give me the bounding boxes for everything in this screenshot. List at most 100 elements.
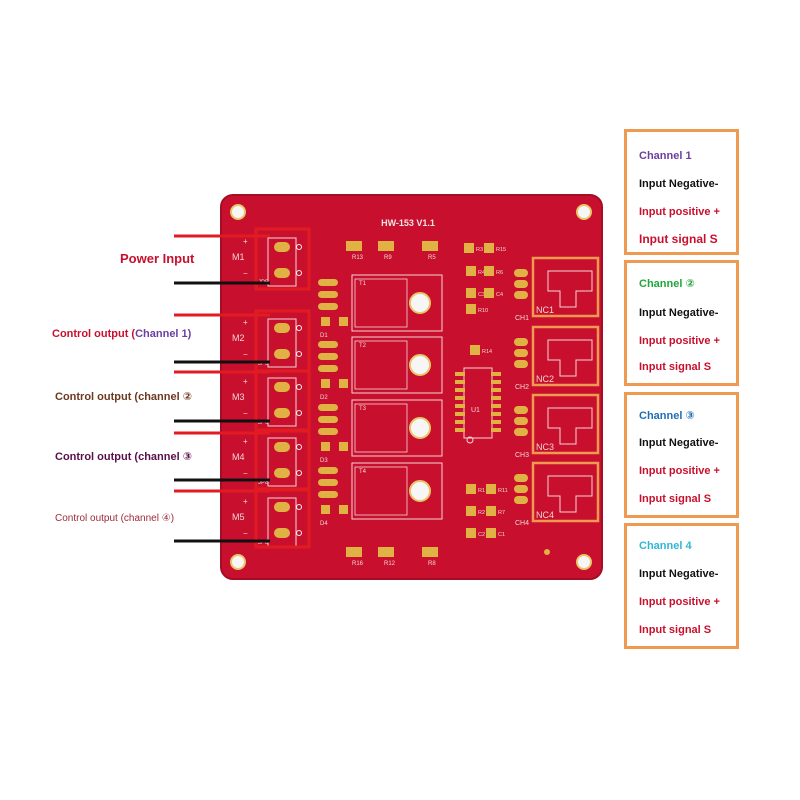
ic-pin-right-2 bbox=[491, 380, 501, 384]
channel-4-title: Channel 4 bbox=[639, 540, 692, 552]
channel-2-positive: Input positive + bbox=[639, 335, 720, 347]
mosfet-hole-1 bbox=[409, 292, 431, 314]
mosfet-body-1 bbox=[354, 278, 408, 328]
terminal-pad-bottom-m2 bbox=[274, 349, 290, 359]
channel-2-signal: Input signal S bbox=[639, 361, 712, 373]
mosfet-label-3: T3 bbox=[359, 406, 367, 412]
ic-pin-left-8 bbox=[455, 428, 465, 432]
channel-1-negative: Input Negative- bbox=[639, 178, 719, 190]
mosfet-hole-2 bbox=[409, 354, 431, 376]
terminal-minus-m1: − bbox=[243, 269, 248, 278]
ic-pin-left-2 bbox=[455, 380, 465, 384]
header-label-ch4: CH4 bbox=[515, 520, 529, 527]
header-pin-ch4-2 bbox=[514, 485, 528, 493]
terminal-plus-m3: + bbox=[243, 377, 248, 386]
terminal-label-m5: M5 bbox=[232, 512, 245, 522]
jumper-label-2: JP5 bbox=[258, 361, 269, 367]
relay-label-4: NC4 bbox=[536, 510, 554, 520]
top-resistor-label-3: R5 bbox=[428, 255, 436, 261]
control-output-ch3-label: Control output (channel ③ bbox=[55, 451, 193, 463]
mosfet-pin-pad-3-1 bbox=[318, 404, 338, 411]
smd-pad-12 bbox=[486, 506, 496, 516]
top-resistor-label-1: R13 bbox=[352, 255, 364, 261]
ic-pin-left-4 bbox=[455, 396, 465, 400]
header-pin-ch1-2 bbox=[514, 280, 528, 288]
smd-pad-10 bbox=[486, 484, 496, 494]
channel-2-negative: Input Negative- bbox=[639, 307, 719, 319]
fiducial-mark bbox=[544, 549, 550, 555]
channel-3-title: Channel ③ bbox=[639, 410, 695, 422]
relay-highlight-box-2 bbox=[531, 325, 600, 387]
ic-pin-right-6 bbox=[491, 412, 501, 416]
terminal-pad-bottom-m1 bbox=[274, 268, 290, 278]
bottom-resistor-label-1: R16 bbox=[352, 561, 364, 567]
ic-label: U1 bbox=[471, 407, 480, 414]
power-input-label: Power Input bbox=[120, 251, 195, 266]
mosfet-hole-4 bbox=[409, 480, 431, 502]
channel-4-positive: Input positive + bbox=[639, 596, 720, 608]
terminal-pad-top-m3 bbox=[274, 382, 290, 392]
mosfet-outline-3 bbox=[351, 399, 443, 457]
diode-pad-a-4 bbox=[321, 505, 330, 514]
ic-pin-right-3 bbox=[491, 388, 501, 392]
channel-3-positive: Input positive + bbox=[639, 465, 720, 477]
jumper-label-3: JP6 bbox=[258, 420, 269, 426]
header-label-ch2: CH2 bbox=[515, 384, 529, 391]
terminal-pad-bottom-m5 bbox=[274, 528, 290, 538]
terminal-plus-m4: + bbox=[243, 437, 248, 446]
diode-label-4: D4 bbox=[320, 521, 328, 527]
terminal-label-m2: M2 bbox=[232, 333, 245, 343]
relay-highlight-box-1 bbox=[531, 256, 600, 318]
control-output-ch1-suffix: Channel 1) bbox=[135, 328, 192, 340]
terminal-plus-m5: + bbox=[243, 497, 248, 506]
mosfet-hole-3 bbox=[409, 417, 431, 439]
smd-pad-6 bbox=[484, 288, 494, 298]
terminal-highlight-box-5 bbox=[254, 487, 311, 549]
bottom-resistor-pad-2 bbox=[378, 547, 394, 557]
terminal-via-bottom-m3 bbox=[296, 410, 302, 416]
diode-pad-a-3 bbox=[321, 442, 330, 451]
top-resistor-pad-2 bbox=[378, 241, 394, 251]
header-label-ch3: CH3 bbox=[515, 452, 529, 459]
channel-1-signal: Input signal S bbox=[639, 232, 718, 246]
top-resistor-pad-1 bbox=[346, 241, 362, 251]
smd-label-1: R3 bbox=[476, 247, 483, 253]
ic-pin-right-7 bbox=[491, 420, 501, 424]
terminal-minus-m2: − bbox=[243, 350, 248, 359]
mosfet-pin-pad-1-2 bbox=[318, 291, 338, 298]
channel-3-negative: Input Negative- bbox=[639, 437, 719, 449]
header-pin-ch1-1 bbox=[514, 269, 528, 277]
smd-pad-14 bbox=[486, 528, 496, 538]
ic-pin1-marker bbox=[466, 436, 474, 444]
terminal-outline-m4 bbox=[267, 437, 297, 487]
channel-2-title: Channel ② bbox=[639, 278, 695, 290]
terminal-plus-m2: + bbox=[243, 318, 248, 327]
terminal-outline-m2 bbox=[267, 318, 297, 368]
bottom-resistor-label-2: R12 bbox=[384, 561, 396, 567]
relay-label-3: NC3 bbox=[536, 442, 554, 452]
diode-pad-b-3 bbox=[339, 442, 348, 451]
smd-label-11: R2 bbox=[478, 510, 485, 516]
terminal-via-bottom-m2 bbox=[296, 351, 302, 357]
board-title: HW-153 V1.1 bbox=[381, 218, 435, 228]
mosfet-outline-4 bbox=[351, 462, 443, 520]
smd-pad-8 bbox=[470, 345, 480, 355]
mosfet-pin-pad-4-3 bbox=[318, 491, 338, 498]
terminal-pad-top-m5 bbox=[274, 502, 290, 512]
smd-label-5: C3 bbox=[478, 292, 485, 298]
smd-pad-2 bbox=[484, 243, 494, 253]
terminal-pad-bottom-m3 bbox=[274, 408, 290, 418]
mosfet-label-4: T4 bbox=[359, 469, 367, 475]
terminal-pad-bottom-m4 bbox=[274, 468, 290, 478]
header-pin-ch4-1 bbox=[514, 474, 528, 482]
terminal-via-top-m5 bbox=[296, 504, 302, 510]
terminal-minus-m4: − bbox=[243, 469, 248, 478]
terminal-highlight-box-1 bbox=[254, 227, 311, 291]
smd-label-8: R14 bbox=[482, 349, 492, 355]
ic-outline bbox=[463, 367, 493, 439]
terminal-plus-m1: + bbox=[243, 237, 248, 246]
ic-pin-right-4 bbox=[491, 396, 501, 400]
ic-pin-right-5 bbox=[491, 404, 501, 408]
relay-label-1: NC1 bbox=[536, 305, 554, 315]
mosfet-pin-pad-4-2 bbox=[318, 479, 338, 486]
